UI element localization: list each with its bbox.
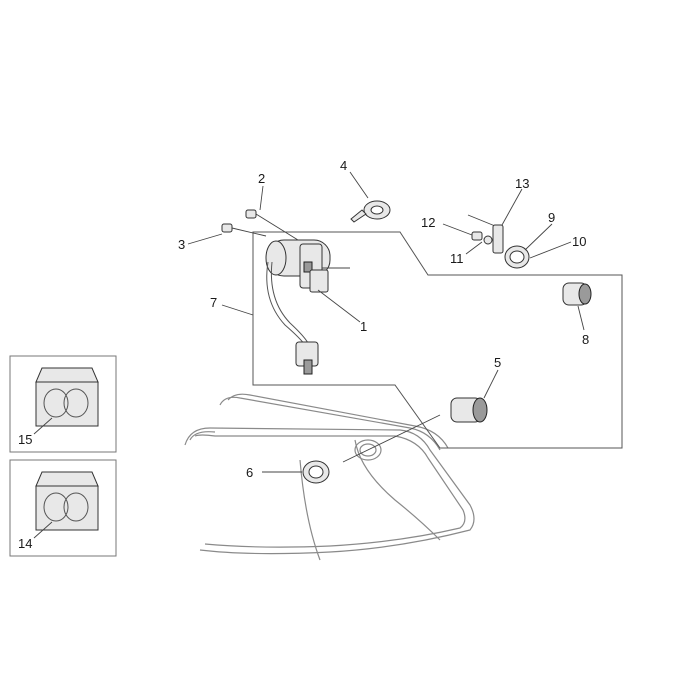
inset-box-14 xyxy=(9,459,117,557)
switch-wiring-connector xyxy=(266,261,319,375)
callout-3: 3 xyxy=(178,237,185,252)
callout-5: 5 xyxy=(494,355,501,370)
leader-lines xyxy=(187,171,585,473)
lock-cylinder-5 xyxy=(450,397,488,423)
callout-11: 11 xyxy=(450,251,464,266)
nut-6 xyxy=(302,460,330,484)
callout-8: 8 xyxy=(582,332,589,347)
bolt-2 xyxy=(245,209,299,241)
callout-13: 13 xyxy=(515,176,529,191)
callout-14: 14 xyxy=(18,536,32,551)
callout-6: 6 xyxy=(246,465,253,480)
callout-1: 1 xyxy=(360,319,367,334)
callout-12: 12 xyxy=(421,215,435,230)
lock-cylinder-8 xyxy=(562,282,592,306)
callout-9: 9 xyxy=(548,210,555,225)
ignition-switch xyxy=(265,239,350,293)
callout-4: 4 xyxy=(340,158,347,173)
assembly-group-outline xyxy=(252,231,623,449)
key xyxy=(350,200,391,223)
inset-box-15 xyxy=(9,355,117,453)
lock-bracket xyxy=(467,214,504,254)
callout-10: 10 xyxy=(572,234,586,249)
callout-15: 15 xyxy=(18,432,32,447)
ring-nut xyxy=(504,245,530,269)
callout-7: 7 xyxy=(210,295,217,310)
callout-2: 2 xyxy=(258,171,265,186)
bolt-3 xyxy=(221,223,267,237)
body-panel-outline xyxy=(184,393,475,561)
callout-labels: 1 2 3 4 5 6 7 8 9 10 11 12 13 14 15 xyxy=(18,158,589,551)
